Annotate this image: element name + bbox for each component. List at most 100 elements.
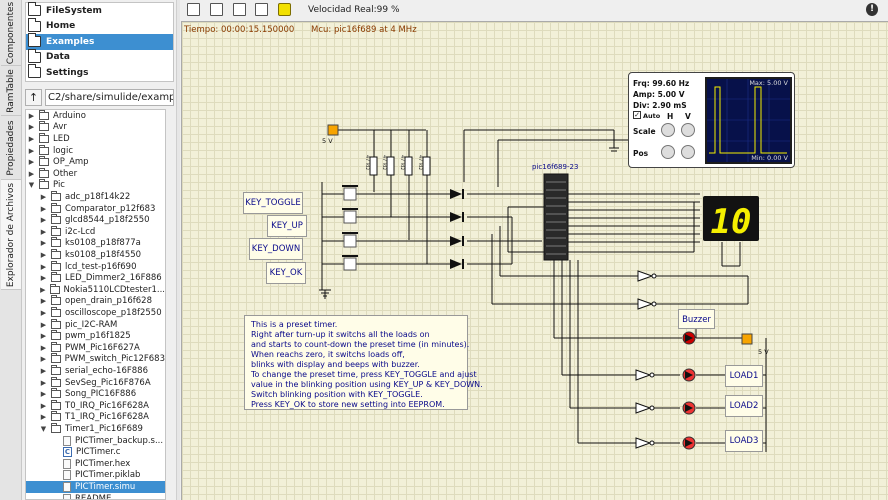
tab-file-explorer[interactable]: Explorador de Archivos [1, 180, 21, 290]
tree-folder[interactable]: ▶open_drain_p16f628 [26, 295, 165, 308]
bookmark-label: Settings [46, 67, 89, 78]
tree-folder[interactable]: ▶pwm_p16f1825 [26, 330, 165, 342]
tree-folder[interactable]: ▶PWM_switch_Pic12F683 [26, 353, 165, 366]
folder-icon [49, 283, 60, 294]
collapsed-arrow-icon[interactable]: ▶ [40, 355, 46, 364]
info-icon[interactable]: ! [866, 3, 878, 16]
tree-folder[interactable]: ▶OP_Amp [26, 156, 165, 168]
tree-folder[interactable]: ▶SevSeg_Pic16F876A [26, 376, 165, 389]
tree-folder[interactable]: ▶Arduino [26, 110, 165, 122]
tree-folder[interactable]: ▶Song_PIC16F886 [26, 388, 165, 400]
power-icon[interactable] [278, 3, 291, 16]
tree-folder[interactable]: ▶adc_p18f14k22 [26, 190, 165, 203]
collapsed-arrow-icon[interactable]: ▶ [40, 285, 46, 294]
collapsed-arrow-icon[interactable]: ▶ [28, 111, 35, 120]
tree-file[interactable]: PICTimer.simu [26, 481, 165, 493]
up-directory-button[interactable]: ↑ [25, 89, 42, 106]
collapsed-arrow-icon[interactable]: ▶ [40, 332, 47, 341]
tree-folder[interactable]: ▶Other [26, 167, 165, 180]
tree-item-label: ks0108_p18f4550 [65, 249, 142, 260]
collapsed-arrow-icon[interactable]: ▶ [40, 343, 47, 352]
collapsed-arrow-icon[interactable]: ▶ [40, 308, 47, 317]
tree-folder[interactable]: ▶Comparator_p12f683 [26, 202, 165, 215]
bookmark-item[interactable]: Home [26, 17, 173, 35]
expanded-arrow-icon[interactable]: ▼ [40, 424, 47, 433]
collapsed-arrow-icon[interactable]: ▶ [40, 204, 47, 213]
tree-folder[interactable]: ▶glcd8544_p18f2550 [26, 214, 165, 226]
oscilloscope[interactable]: Frq: 99.60 Hz Amp: 5.00 V Div: 2.90 mS ✓… [628, 72, 795, 168]
collapsed-arrow-icon[interactable]: ▶ [28, 158, 35, 167]
collapsed-arrow-icon[interactable]: ▶ [40, 297, 47, 306]
tree-folder[interactable]: ▶ ks0108_p18f4550 [26, 248, 165, 261]
h-scale-knob[interactable] [661, 123, 675, 137]
expanded-arrow-icon[interactable]: ▼ [28, 181, 35, 190]
tree-folder[interactable]: ▶T0_IRQ_Pic16F628A [26, 399, 165, 412]
collapsed-arrow-icon[interactable]: ▶ [28, 146, 35, 155]
tree-folder[interactable]: ▼Timer1_Pic16F689 [26, 422, 165, 435]
bookmark-item[interactable]: Data [26, 48, 173, 66]
collapsed-arrow-icon[interactable]: ▶ [40, 320, 47, 329]
tree-folder[interactable]: ▶T1_IRQ_Pic16F628A [26, 411, 165, 424]
vcc-source-icon [327, 124, 339, 136]
h-pos-knob[interactable] [661, 145, 675, 159]
collapsed-arrow-icon[interactable]: ▶ [40, 227, 47, 236]
bookmark-item[interactable]: Examples [26, 33, 173, 50]
save-as-icon[interactable] [255, 3, 268, 16]
collapsed-arrow-icon[interactable]: ▶ [40, 250, 47, 259]
seven-segment-display: 10 [703, 196, 759, 241]
sidebar-tabs: Componentes RamTable Propiedades Explora… [0, 0, 22, 500]
path-input[interactable]: C2/share/simulide/examples [45, 89, 174, 106]
folder-icon [51, 260, 61, 271]
tree-item-label: PWM_Pic16F627A [65, 342, 140, 353]
collapsed-arrow-icon[interactable]: ▶ [40, 378, 47, 387]
collapsed-arrow-icon[interactable]: ▶ [28, 134, 35, 143]
save-circuit-icon[interactable] [233, 3, 246, 16]
tree-folder[interactable]: ▶pic_I2C-RAM [26, 318, 165, 331]
collapsed-arrow-icon[interactable]: ▶ [40, 390, 47, 399]
tree-folder[interactable]: ▶LED_Dimmer2_16F886 [26, 272, 165, 284]
circuit-canvas[interactable]: Tiempo: 00:00:15.150000 Mcu: pic16f689 a… [181, 21, 888, 500]
v-scale-knob[interactable] [681, 123, 695, 137]
tree-file[interactable]: PICTimer_backup.s... [26, 435, 165, 447]
collapsed-arrow-icon[interactable]: ▶ [40, 413, 47, 422]
tree-folder[interactable]: ▶serial_echo-16F886 [26, 364, 165, 377]
bookmark-item[interactable]: FileSystem [26, 2, 173, 19]
collapsed-arrow-icon[interactable]: ▶ [40, 262, 47, 271]
tree-folder[interactable]: ▶logic [26, 144, 165, 157]
collapsed-arrow-icon[interactable]: ▶ [40, 216, 47, 225]
panel-splitter[interactable] [176, 0, 180, 500]
tree-file[interactable]: PICTimer.piklab [26, 470, 165, 482]
tab-propiedades[interactable]: Propiedades [1, 116, 21, 180]
file-tree[interactable]: ▶Arduino▶Avr▶LED▶logic▶OP_Amp▶Other▼Pic▶… [25, 109, 166, 500]
collapsed-arrow-icon[interactable]: ▶ [28, 123, 35, 132]
collapsed-arrow-icon[interactable]: ▶ [40, 192, 47, 201]
v-pos-knob[interactable] [681, 145, 695, 159]
pushbutton-icon [343, 257, 357, 271]
collapsed-arrow-icon[interactable]: ▶ [40, 239, 47, 248]
collapsed-arrow-icon[interactable]: ▶ [40, 401, 47, 410]
tree-folder[interactable]: ▶i2c-Lcd [26, 225, 165, 238]
tree-folder[interactable]: ▶oscilloscope_p18f2550 [26, 306, 165, 319]
description-note[interactable]: This is a preset timer.Right after turn-… [244, 315, 483, 410]
bookmark-item[interactable]: Settings [26, 64, 173, 81]
collapsed-arrow-icon[interactable]: ▶ [40, 366, 47, 375]
tree-folder[interactable]: ▶Nokia5110LCDtester1... [26, 283, 165, 296]
tab-ramtable[interactable]: RamTable [1, 66, 21, 116]
tab-componentes[interactable]: Componentes [1, 0, 21, 66]
auto-checkbox[interactable]: ✓ [633, 111, 641, 119]
tree-folder[interactable]: ▼Pic [26, 179, 165, 192]
tree-folder[interactable]: ▶LED [26, 132, 165, 145]
open-circuit-icon[interactable] [210, 3, 223, 16]
tree-folder[interactable]: ▶ks0108_p18f877a [26, 237, 165, 250]
collapsed-arrow-icon[interactable]: ▶ [28, 169, 35, 178]
tree-folder[interactable]: ▶ PWM_Pic16F627A [26, 341, 165, 354]
tree-file[interactable]: PICTimer.hex [26, 458, 165, 470]
tree-file[interactable]: README [26, 493, 165, 499]
new-circuit-icon[interactable] [187, 3, 200, 16]
key-down-label: KEY_DOWN [249, 238, 303, 260]
collapsed-arrow-icon[interactable]: ▶ [40, 274, 47, 283]
tree-folder[interactable]: ▶Avr [26, 121, 165, 134]
tree-folder[interactable]: ▶lcd_test-p16f690 [26, 260, 165, 273]
